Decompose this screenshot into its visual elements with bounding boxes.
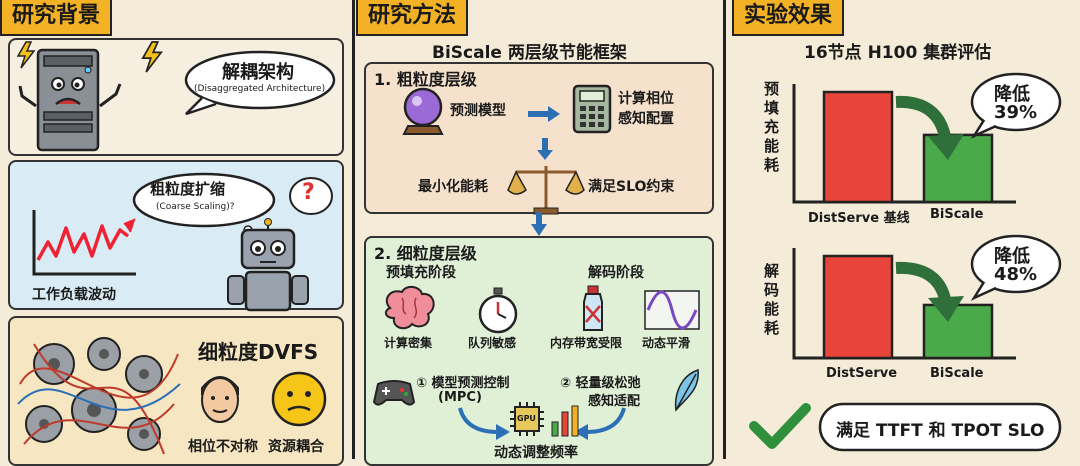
panel-fine-level: 2. 细粒度层级 预填充阶段 解码阶段 计算密集 队列敏感 内存带宽受限 动态平…: [364, 236, 714, 466]
arrow-down-icon: [537, 138, 553, 160]
bar-baseline: [822, 90, 894, 204]
gpu-label: GPU: [517, 414, 536, 423]
coarse-title: 1. 粗粒度层级: [374, 70, 477, 89]
decode-stage-label: 解码阶段: [588, 265, 644, 281]
divider-right: [723, 0, 726, 459]
tangled-gears-icon: [17, 337, 181, 455]
dvfs-title: 细粒度DVFS: [198, 340, 319, 364]
bar-biscale: [922, 133, 994, 204]
decode-ylabel: 解码能耗: [764, 262, 780, 337]
bar-baseline: [822, 254, 894, 360]
lightning-right-icon: [141, 41, 163, 73]
section-results-header: 实验效果: [732, 0, 845, 36]
queue-sensitive-label: 队列敏感: [468, 336, 517, 350]
panel-coarse-level: 1. 粗粒度层级 预测模型 计算相位 感知配置: [364, 62, 714, 215]
panel-fine-dvfs: 细粒度DVFS 相位不对称 资源耦合: [8, 316, 344, 466]
predict-model-label: 预测模型: [450, 103, 506, 119]
robot-icon: [227, 218, 309, 312]
workload-chart-icon: [32, 210, 136, 276]
sine-wave-icon: [644, 290, 700, 330]
question-mark: ?: [302, 180, 315, 205]
curve-arrow-left-icon: [458, 407, 510, 440]
man-face-icon: [201, 376, 239, 423]
prefill-energy-chart: [792, 84, 1016, 204]
bubble2-title: 粗粒度扩缩: [150, 180, 226, 198]
reduction-label-2: 降低: [994, 246, 1030, 267]
gamepad-icon: [372, 380, 416, 406]
panel-disaggregated: 解耦架构 (Disaggregated Architecture): [8, 38, 344, 156]
bubble1-title: 解耦架构: [222, 62, 294, 83]
phase-asym-label: 相位不对称: [188, 439, 258, 455]
workload-label: 工作负载波动: [32, 287, 116, 303]
gpu-chip-icon: [510, 402, 544, 436]
reduction-bubble-1: [970, 72, 1062, 139]
decode-baseline-label: DistServe: [826, 366, 898, 381]
prefill-ylabel: 预填充能耗: [764, 80, 780, 174]
prefill-baseline-label: DistServe 基线: [808, 211, 910, 226]
question-bubble: [289, 177, 333, 215]
reduction-label-1: 降低: [994, 84, 1030, 105]
memory-bound-label: 内存带宽受限: [550, 336, 623, 350]
min-energy-label: 最小化能耗: [418, 179, 488, 195]
dynamic-smooth-label: 动态平滑: [642, 336, 691, 350]
arrow-right-icon: [528, 106, 560, 122]
balance-scale-icon: [507, 166, 585, 215]
phase-config-label-1: 计算相位: [618, 91, 674, 107]
curved-arrow-down-icon-2: [895, 261, 964, 322]
brain-icon: [384, 286, 435, 330]
confused-face-icon: [271, 371, 327, 427]
curved-arrow-down-icon: [895, 95, 964, 160]
slo-banner-text: 满足 TTFT 和 TPOT SLO: [836, 421, 1045, 441]
feather-icon: [674, 368, 699, 412]
speech-bubble: [184, 50, 336, 116]
resource-coupling-label: 资源耦合: [268, 439, 324, 455]
meet-slo-label: 满足SLO约束: [588, 179, 675, 195]
slack-line2: 感知适配: [588, 394, 641, 409]
dynamic-freq-label: 动态调整频率: [494, 445, 578, 461]
bubble2-subtitle: (Coarse Scaling)?: [156, 202, 235, 212]
section-background-header: 研究背景: [0, 0, 113, 36]
prefill-stage-label: 预填充阶段: [386, 265, 456, 281]
reduction-value-2: 48%: [994, 264, 1038, 285]
bubble1-subtitle: (Disaggregated Architecture): [194, 84, 326, 94]
panel-coarse-scaling: 工作负载波动 粗粒度扩缩 (Coarse Scaling)? ?: [8, 160, 344, 312]
stopwatch-icon: [478, 287, 518, 334]
arrow-coarse-to-fine-icon: [531, 212, 547, 236]
bar-graph-icon: [551, 405, 579, 437]
reduction-value-1: 39%: [994, 102, 1038, 123]
framework-title: BiScale 两层级节能框架: [432, 43, 627, 63]
divider-left: [352, 0, 355, 459]
prefill-biscale-label: BiScale: [930, 207, 984, 222]
decode-energy-chart: [792, 248, 1016, 360]
slack-line1: ② 轻量级松弛: [560, 376, 641, 391]
mpc-line2: (MPC): [438, 390, 482, 405]
reduction-bubble-2: [970, 234, 1062, 301]
checkmark-icon: [749, 403, 811, 449]
section-method-header: 研究方法: [356, 0, 469, 36]
bar-biscale: [922, 303, 994, 360]
lightning-left-icon: [16, 41, 36, 69]
compute-intensive-label: 计算密集: [384, 336, 433, 350]
phase-config-label-2: 感知配置: [618, 111, 674, 127]
decode-biscale-label: BiScale: [930, 366, 984, 381]
eval-title: 16节点 H100 集群评估: [804, 43, 992, 63]
calculator-icon: [572, 84, 612, 134]
fine-title: 2. 细粒度层级: [374, 244, 477, 263]
mpc-line1: ① 模型预测控制: [416, 376, 510, 391]
slo-banner-bubble: [818, 402, 1062, 452]
thought-bubble: [132, 172, 276, 235]
crystal-ball-icon: [402, 87, 444, 135]
curve-arrow-right-icon: [574, 407, 626, 440]
memory-bottle-icon: [583, 285, 603, 331]
server-tower-icon: [18, 48, 122, 152]
